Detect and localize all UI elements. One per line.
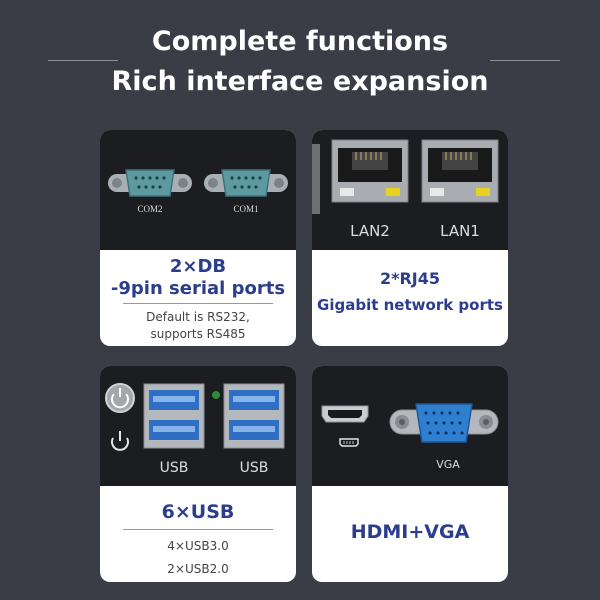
usb-ports-card: USB USB 6×USB 4×USB3.0 2×USB2.0 [100,366,296,582]
com1-label: COM1 [233,204,259,214]
power-symbol-icon [111,431,129,451]
serial-ports-title-line-2: -9pin serial ports [110,278,286,299]
network-ports-text: 2*RJ45 Gigabit network ports [312,250,508,346]
serial-ports-card: COM2 COM1 2×DB -9pin serial ports Defaul… [100,130,296,346]
video-connectors-illustration [321,403,499,447]
serial-ports-title-line-1: 2×DB [169,256,227,277]
network-ports-title-line-2: Gigabit network ports [317,296,503,314]
network-ports-title-line-1: 2*RJ45 [379,269,441,288]
video-ports-card: VGA HDMI+VGA [312,366,508,582]
lan1-label: LAN1 [440,222,480,240]
usb-connectors-illustration [105,383,285,451]
com1-connector-icon [204,169,288,197]
usb-spec-usb2: 2×USB2.0 [167,562,229,576]
hdmi-logo-icon [339,438,359,447]
hdmi-port-icon [321,405,369,423]
headline-line-2: Rich interface expansion [111,66,489,97]
power-led-indicator [212,391,220,399]
usb-right-label: USB [239,460,269,476]
lan2-port-icon [331,139,409,203]
com2-label: COM2 [137,204,163,214]
usb-left-label: USB [159,460,189,476]
usb-ports-divider [123,529,273,530]
serial-ports-desc-line-2: supports RS485 [150,327,246,341]
serial-ports-photo: COM2 COM1 [100,130,296,250]
usb-ports-text: 6×USB 4×USB3.0 2×USB2.0 [100,486,296,582]
headline-line-1: Complete functions [151,26,449,57]
usb-spec-usb3: 4×USB3.0 [167,539,229,553]
video-ports-text: HDMI+VGA [312,486,508,582]
lan1-port-icon [421,139,499,203]
vga-port-icon [389,403,499,443]
headline-rule-right [490,60,560,61]
video-ports-title: HDMI+VGA [350,521,470,543]
power-button-icon [105,383,135,413]
vga-label: VGA [436,458,460,471]
network-ports-card: LAN2 LAN1 2*RJ45 Gigabit network ports [312,130,508,346]
usb-ports-photo: USB USB [100,366,296,486]
rj45-connectors-illustration [312,139,499,214]
usb-ports-title: 6×USB [161,501,235,523]
usb-stack-right-icon [223,383,285,449]
network-ports-photo: LAN2 LAN1 [312,130,508,250]
serial-connectors-illustration [108,169,288,197]
serial-ports-desc-line-1: Default is RS232, [146,310,250,324]
serial-ports-text: 2×DB -9pin serial ports Default is RS232… [100,250,296,346]
usb-stack-left-icon [143,383,205,449]
lan2-label: LAN2 [350,222,390,240]
com2-connector-icon [108,169,192,197]
serial-ports-divider [123,303,273,304]
video-ports-photo: VGA [312,366,508,486]
headline-rule-left [48,60,118,61]
